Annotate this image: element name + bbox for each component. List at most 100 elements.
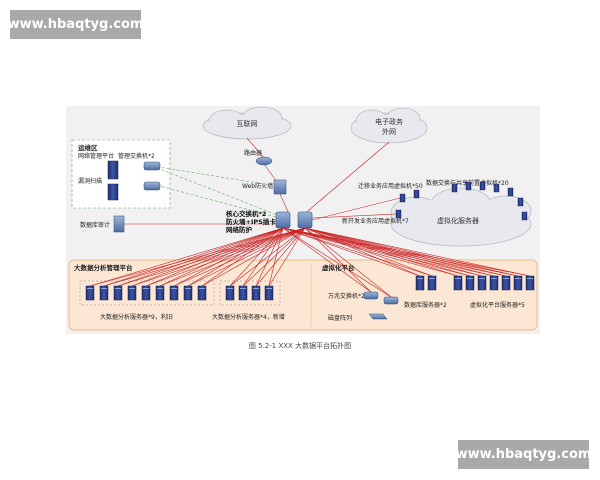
switch-link	[282, 227, 392, 298]
virtplat-server	[501, 275, 511, 291]
bigdata-group-2-box	[219, 280, 281, 306]
server-link	[89, 227, 284, 287]
server-link	[282, 227, 495, 277]
disk-array-icon	[368, 313, 388, 320]
server-link	[229, 227, 284, 287]
vm-icon	[507, 187, 514, 197]
tengig-switch-1	[363, 291, 379, 300]
bigdata-server	[264, 285, 274, 301]
ops-scan-label: 漏洞扫描	[78, 177, 102, 185]
server-link	[229, 227, 306, 287]
bigdata-server	[183, 285, 193, 301]
server-link	[131, 227, 284, 287]
watermark-bottom: www.hbaqtyg.com	[456, 440, 591, 469]
server-link	[255, 227, 306, 287]
bigdata-server	[155, 285, 165, 301]
egov-cloud: 电子政务 外网	[350, 107, 428, 144]
server-link	[103, 227, 306, 287]
virtplat-server	[427, 275, 437, 291]
egov-label-1: 电子政务	[375, 117, 403, 126]
bigdata-server	[127, 285, 137, 301]
server-link	[187, 227, 284, 287]
server-link	[117, 227, 284, 287]
virtualization-cloud: 虚拟化服务器	[390, 187, 532, 247]
server-link	[282, 227, 433, 277]
server-link	[282, 227, 421, 277]
server-link	[103, 227, 284, 287]
bigdata-server	[251, 285, 261, 301]
mgmt-links	[151, 165, 281, 219]
ops-area	[71, 139, 171, 209]
vm-icon	[451, 183, 458, 193]
server-link	[282, 227, 519, 277]
internet-cloud: 互联网	[202, 106, 292, 140]
vuln-scan-server	[107, 183, 119, 201]
vm-icon	[479, 181, 486, 191]
server-link	[268, 227, 284, 287]
egov-label-2: 外网	[382, 127, 396, 136]
server-link	[145, 227, 284, 287]
router-label: 路由器	[244, 149, 262, 157]
switch-link	[304, 227, 372, 293]
server-link	[282, 227, 471, 277]
web-firewall-icon	[273, 179, 287, 195]
virtplat-title: 虚拟化平台	[322, 263, 355, 272]
bigdata-server	[197, 285, 207, 301]
bigdata-server	[238, 285, 248, 301]
server-link	[304, 227, 531, 277]
vm-icon	[413, 189, 420, 199]
bigdata-server	[225, 285, 235, 301]
figure-caption: 图 5.2-1 XXX 大数据平台拓扑图	[248, 342, 352, 350]
topology-diagram: 互联网 电子政务 外网 虚拟化服务器 运维区 网络管理平台 管理交换机*2 漏洞…	[66, 106, 540, 334]
mgmt-switch-icon-1	[143, 161, 161, 171]
virtplat-server	[513, 275, 523, 291]
switch-link	[282, 227, 372, 293]
db-server-label: 数据库服务器*2	[404, 301, 447, 309]
ops-title: 运维区	[78, 143, 98, 152]
bigdata-server	[141, 285, 151, 301]
virtplat-server	[465, 275, 475, 291]
vm-icon	[465, 181, 472, 191]
server-link	[173, 227, 284, 287]
vm-icon	[521, 211, 528, 221]
mgmt-switch-icon-2	[143, 181, 161, 191]
ops-mgmt-label: 网络管理平台	[78, 152, 114, 160]
router-icon	[255, 156, 273, 166]
server-link	[173, 227, 306, 287]
server-link	[282, 227, 483, 277]
disk-array-label: 磁盘阵列	[328, 314, 352, 322]
core-switch-2	[297, 211, 313, 229]
db-audit-label: 数据库审计	[80, 221, 110, 229]
vm-icon	[395, 209, 402, 219]
core-label-2: 防火墙+IPS插卡	[226, 217, 276, 226]
virt-cloud-label: 虚拟化服务器	[437, 216, 479, 225]
ops-switch-label: 管理交换机*2	[118, 152, 155, 160]
vm-link	[311, 213, 397, 219]
web-firewall-label: Web防火墙	[242, 182, 273, 190]
server-link	[201, 227, 306, 287]
virtplat-server	[453, 275, 463, 291]
network-links	[89, 197, 531, 298]
server-link	[255, 227, 284, 287]
virtplat-server	[477, 275, 487, 291]
core-switch-1	[275, 211, 291, 229]
tengig-switch-2	[383, 296, 399, 305]
server-link	[282, 227, 459, 277]
egov-core-link	[301, 141, 390, 217]
bigdata-group-2-label: 大数据分析服务器*4，新增	[212, 313, 285, 321]
core-label-1: 核心交换机*2	[226, 209, 266, 218]
virtplat-server	[525, 275, 535, 291]
bigdata-group-1-label: 大数据分析服务器*9，利旧	[100, 313, 173, 321]
virt-server-label: 虚拟化平台服务器*5	[470, 301, 525, 309]
bigdata-title: 大数据分析管理平台	[74, 263, 133, 272]
server-link	[159, 227, 284, 287]
bigdata-server	[85, 285, 95, 301]
server-link	[304, 227, 519, 277]
vm-link	[311, 197, 401, 221]
internet-router-link	[246, 137, 265, 159]
server-link	[304, 227, 433, 277]
virtplat-server	[489, 275, 499, 291]
server-link	[242, 227, 306, 287]
server-link	[268, 227, 306, 287]
vm-icon	[517, 197, 524, 207]
